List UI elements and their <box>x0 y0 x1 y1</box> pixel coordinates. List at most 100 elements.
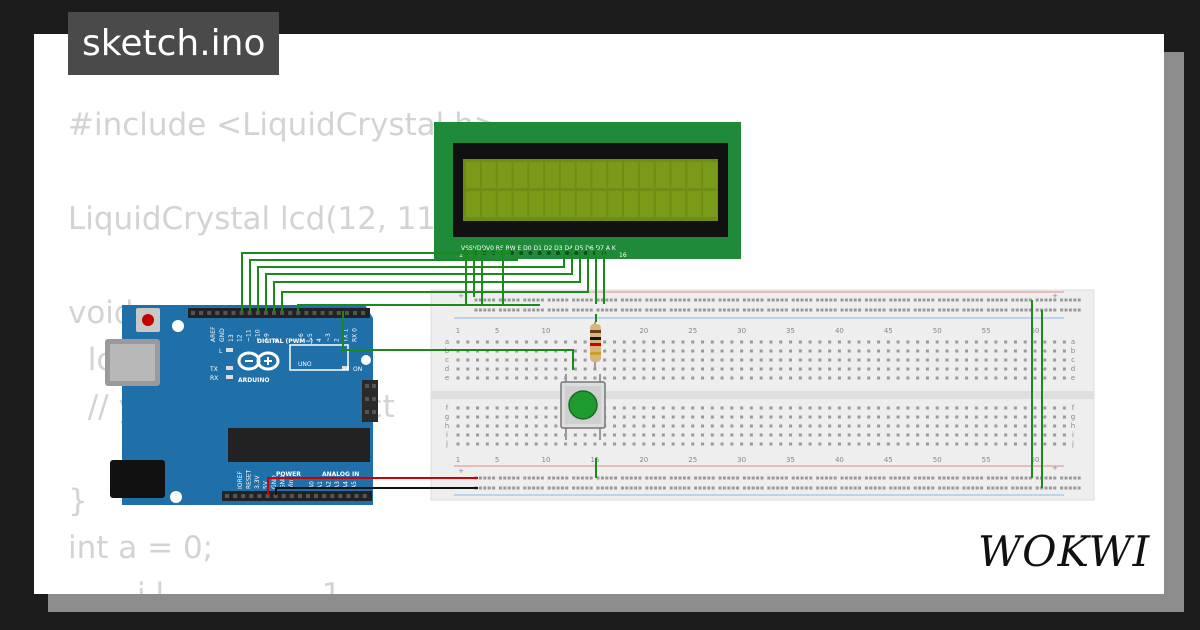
lcd-cell <box>497 191 512 217</box>
breadboard-column-number: 10 <box>542 327 551 335</box>
arduino-pin-label: A4 <box>343 481 350 489</box>
arduino-pin-label: RX 0 <box>352 328 359 342</box>
lcd-cell <box>497 162 512 188</box>
code-line: } <box>68 483 88 519</box>
lcd-cell <box>655 191 670 217</box>
arduino-pin-label: 3.3V <box>254 474 261 489</box>
lcd-cell <box>655 162 670 188</box>
arduino-pin-label: 2 <box>334 338 341 342</box>
arduino-pin-label: A2 <box>326 481 333 489</box>
arduino-pin-label: IOREF <box>237 471 244 489</box>
breadboard-row-letter: a <box>445 338 449 346</box>
lcd-cell <box>560 191 575 217</box>
breadboard-column-number: 30 <box>737 327 746 335</box>
breadboard-column-number: 35 <box>786 327 795 335</box>
breadboard-column-number: 40 <box>835 456 844 464</box>
breadboard-column-number: 60 <box>1031 327 1040 335</box>
arduino-pin-label: ~9 <box>263 333 270 342</box>
arduino-pin-label: Vin <box>288 479 295 489</box>
indicator-rx-label: RX <box>210 375 218 382</box>
breadboard-row-letter: h <box>445 422 449 430</box>
breadboard-column-number: 45 <box>884 456 893 464</box>
breadboard-row-letter: e <box>1071 374 1075 382</box>
lcd-cell <box>481 191 496 217</box>
window-title: sketch.ino <box>68 12 280 75</box>
lcd-cell <box>576 191 591 217</box>
breadboard-row-letter: e <box>445 374 449 382</box>
arduino-pin-label: GND <box>271 475 278 489</box>
breadboard-column-number: 25 <box>688 456 697 464</box>
breadboard-rail-sign: + <box>1052 292 1058 300</box>
breadboard-rail-sign: + <box>458 292 464 300</box>
breadboard-row-letter: g <box>445 413 449 421</box>
lcd-character-cells <box>466 162 717 217</box>
breadboard-column-number: 50 <box>933 327 942 335</box>
lcd-cell <box>576 162 591 188</box>
lcd-cell <box>466 162 480 188</box>
lcd-cell <box>703 162 717 188</box>
lcd-cell <box>671 191 686 217</box>
arduino-pin-label: 4 <box>316 338 323 342</box>
arduino-pin-label: A3 <box>334 481 341 489</box>
lcd-cell <box>529 162 544 188</box>
arduino-pin-label: A5 <box>351 481 358 489</box>
breadboard-column-number: 55 <box>982 456 991 464</box>
breadboard-column-number: 45 <box>884 327 893 335</box>
indicator-on-label: ON <box>353 366 362 373</box>
breadboard-column-number: 20 <box>639 456 648 464</box>
lcd-cell <box>639 191 654 217</box>
breadboard-column-number: 1 <box>456 456 460 464</box>
breadboard-row-letter: c <box>445 356 449 364</box>
breadboard-column-number: 25 <box>688 327 697 335</box>
arduino-pin-label: 13 <box>228 334 235 342</box>
lcd-pin-16-label: 16 <box>619 252 627 259</box>
arduino-pin-label: 8 <box>272 338 279 342</box>
breadboard-holes <box>456 298 1081 490</box>
breadboard-column-number: 10 <box>542 456 551 464</box>
arduino-pin-label: ~11 <box>246 329 253 342</box>
code-line: i l 1 <box>68 572 500 594</box>
breadboard-column-number: 50 <box>933 456 942 464</box>
lcd-cell <box>529 191 544 217</box>
code-editor[interactable]: #include <LiquidCrystal.h>LiquidCrystal … <box>68 102 500 594</box>
arduino-infinity-logo <box>237 351 280 371</box>
breadboard: 1155101015152020252530303535404045455050… <box>430 289 1095 501</box>
atmega-chip <box>228 428 370 462</box>
breadboard-row-letter: b <box>1071 347 1076 355</box>
arduino-pin-label: 7 <box>289 338 296 342</box>
power-jack <box>110 460 165 498</box>
lcd-cell <box>545 191 559 217</box>
lcd-pin-labels: VSSVDDV0 RS RW E D0 D1 D2 D3 D4 D5 D6 D7… <box>461 245 617 252</box>
breadboard-column-number: 35 <box>786 456 795 464</box>
digital-header[interactable] <box>188 308 370 318</box>
arduino-pin-label: A0 <box>309 481 316 489</box>
lcd-cell <box>687 191 702 217</box>
lcd-cell <box>481 162 496 188</box>
breadboard-row-letter: f <box>446 404 449 412</box>
code-line: int a = 0; <box>68 530 214 566</box>
breadboard-column-number: 40 <box>835 327 844 335</box>
breadboard-row-letter: j <box>1071 440 1074 448</box>
arduino-pin-label: A1 <box>317 481 324 489</box>
lcd-cell <box>671 162 686 188</box>
breadboard-row-letter: h <box>1071 422 1075 430</box>
push-button[interactable] <box>560 374 606 440</box>
lcd-cell <box>687 162 702 188</box>
power-header-label: POWER <box>276 471 301 478</box>
breadboard-row-letter: i <box>1072 431 1074 439</box>
lcd-cell <box>513 191 528 217</box>
lcd-cell <box>608 162 623 188</box>
arduino-model-label: UNO <box>298 361 312 368</box>
breadboard-column-number: 55 <box>982 327 991 335</box>
wires <box>241 248 1043 495</box>
breadboard-row-letter: d <box>445 365 449 373</box>
arduino-pin-label: ~5 <box>307 333 314 342</box>
power-analog-header[interactable] <box>222 491 372 501</box>
wokwi-logo: WOKWI <box>978 527 1151 576</box>
breadboard-row-letter: f <box>1072 404 1075 412</box>
indicator-l-label: L <box>219 348 223 355</box>
lcd-cell <box>513 162 528 188</box>
code-line: LiquidCrystal lcd(12, 11, <box>68 201 446 237</box>
indicator-tx-label: TX <box>209 366 218 373</box>
resistor <box>590 322 601 370</box>
